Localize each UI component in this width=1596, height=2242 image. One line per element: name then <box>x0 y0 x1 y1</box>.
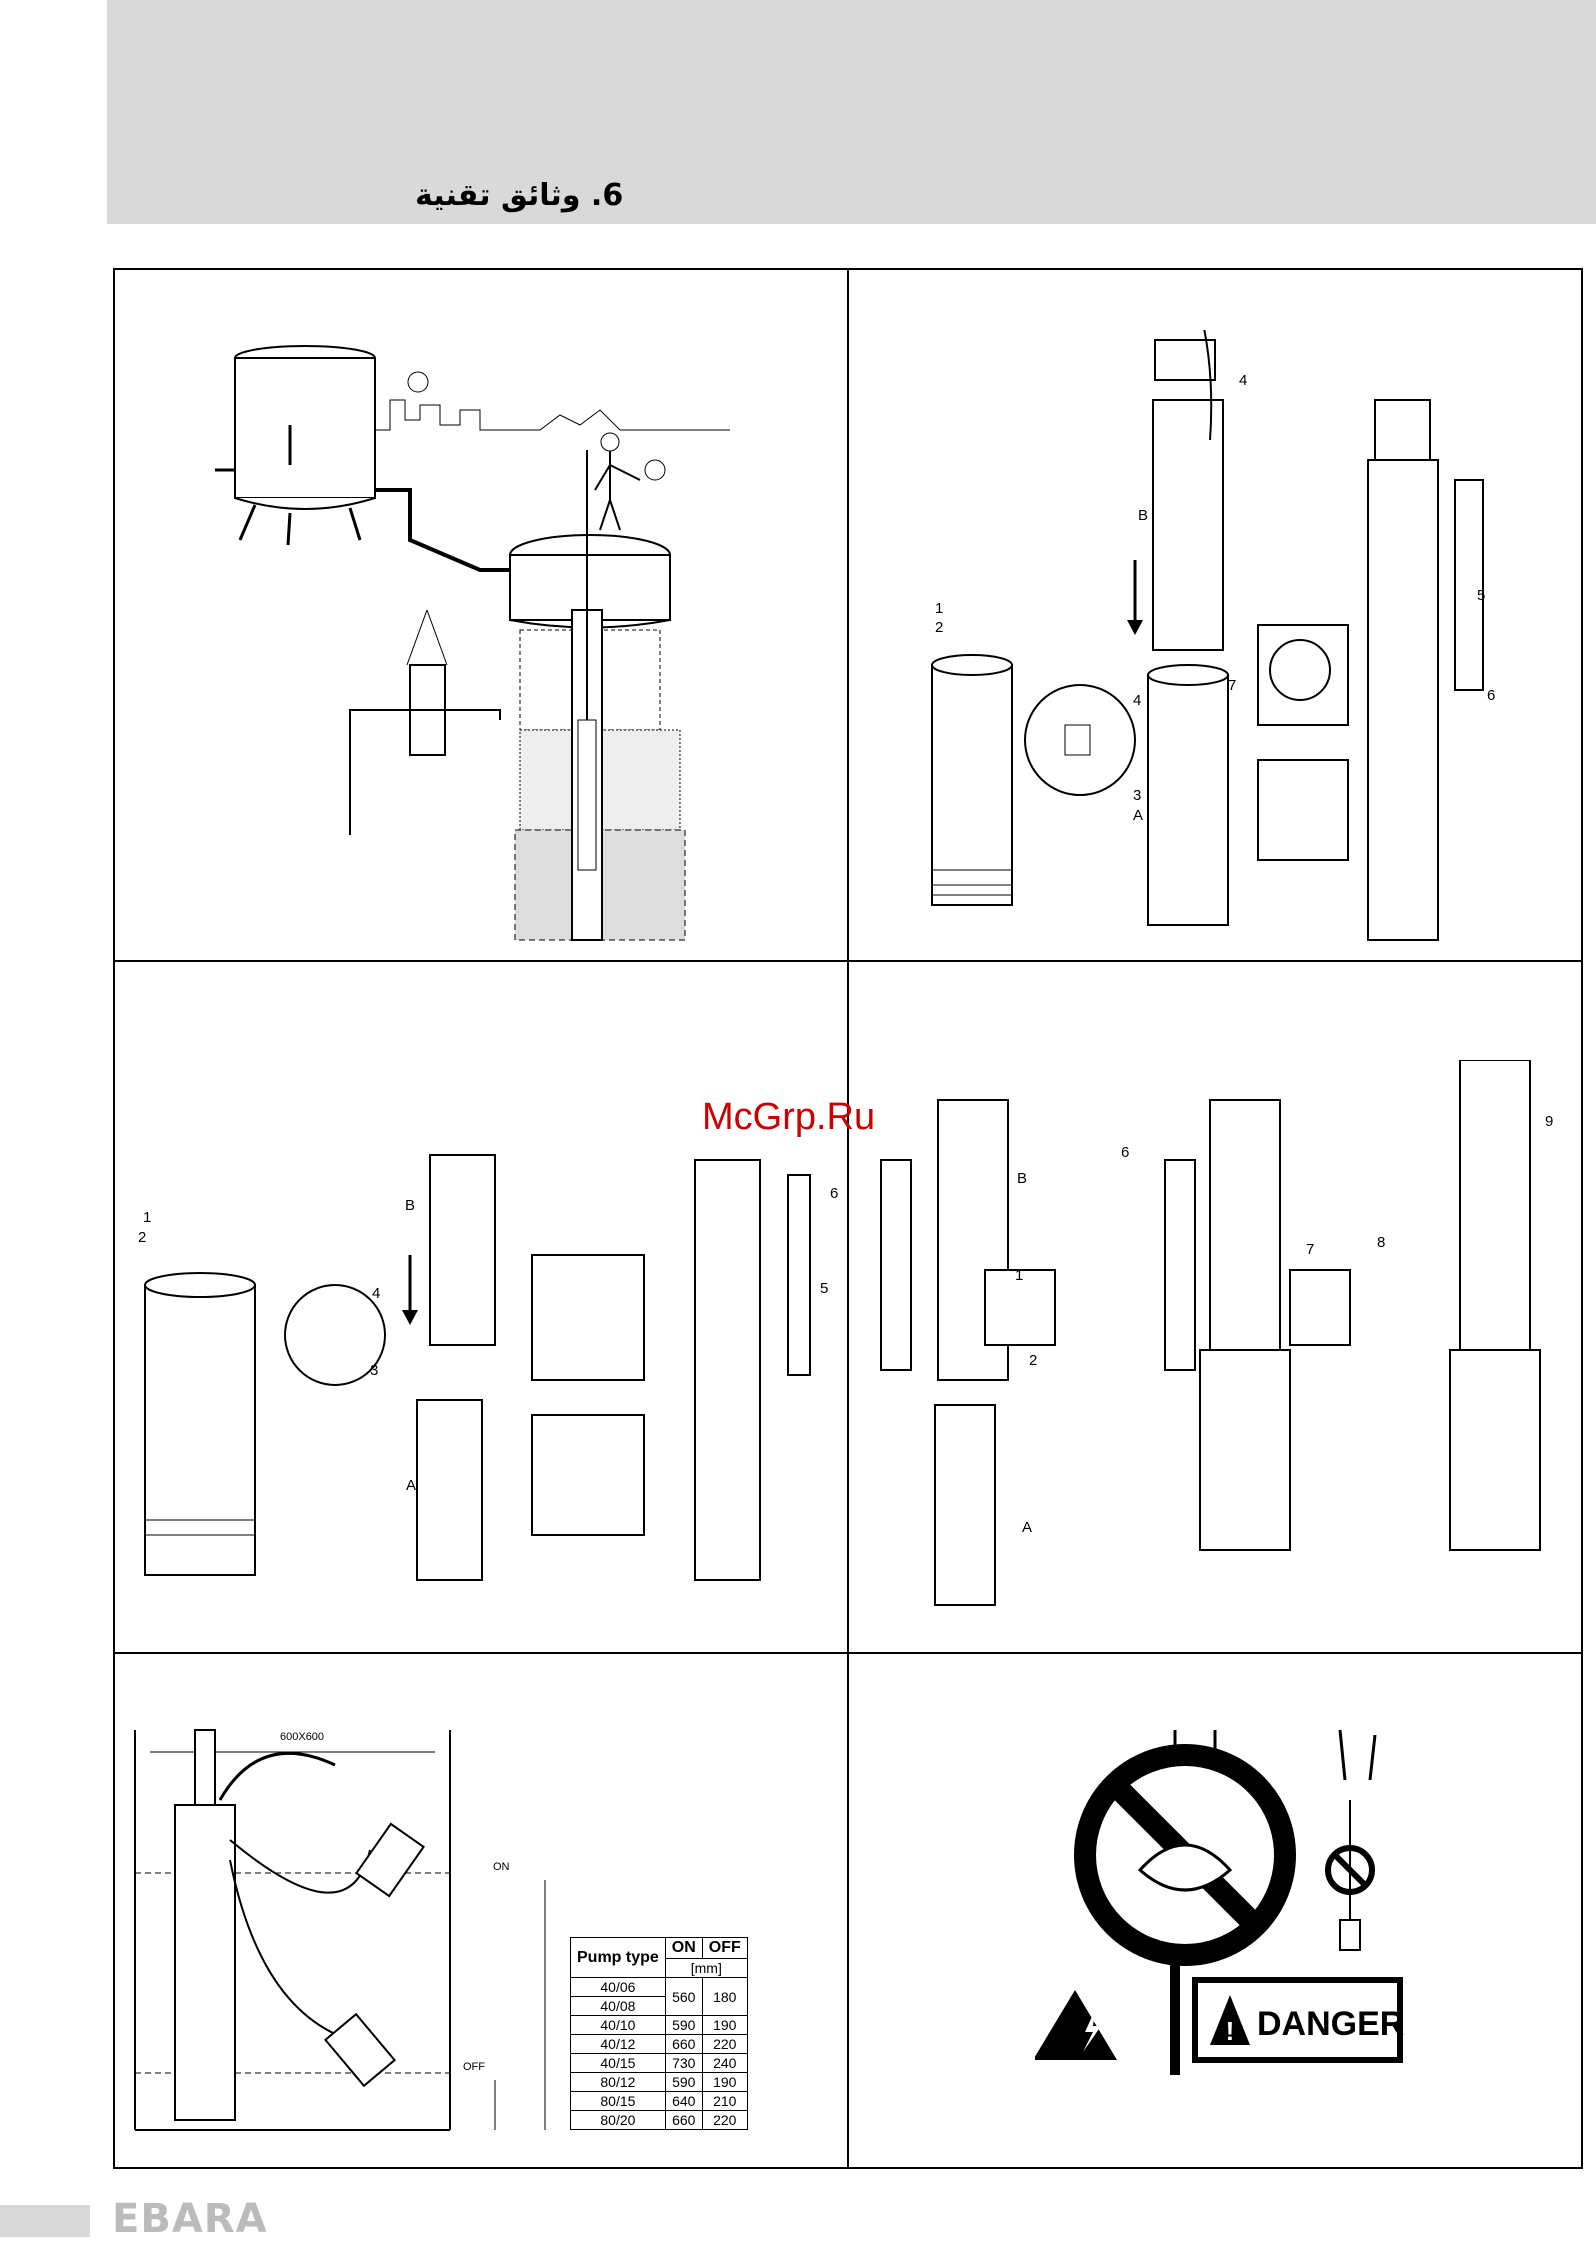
callout-6: 6 <box>1121 1144 1129 1161</box>
section-title: 6. وثائق تقنية <box>415 178 623 213</box>
cell-off: 220 <box>702 2035 747 2054</box>
grid-divider-row1 <box>113 960 1583 962</box>
cell-type: 40/06 <box>571 1978 666 1997</box>
cell-type: 80/12 <box>571 2073 666 2092</box>
callout-4: 4 <box>1239 372 1247 389</box>
cell-type: 40/15 <box>571 2054 666 2073</box>
grid-divider-row2 <box>113 1652 1583 1654</box>
cell-on: 730 <box>665 2054 702 2073</box>
callout-4b: 4 <box>1133 692 1141 709</box>
cell-type: 40/08 <box>571 1997 666 2016</box>
table-row: 80/15 640 210 <box>571 2092 748 2111</box>
float-switch-diagram: 600X600 ON OFF <box>120 1710 570 2170</box>
callout-3: 3 <box>1133 787 1141 804</box>
danger-warning-illustration: ! DANGER <box>1035 1720 1455 2080</box>
on-level-label: ON <box>493 1861 510 1873</box>
callout-5: 5 <box>820 1280 828 1297</box>
motor-pump-assembly-illustration-b: 1 2 4 3 B A 6 5 <box>120 1080 840 1590</box>
footer-band <box>0 2205 90 2237</box>
pump-level-table: Pump type ON OFF [mm] 40/06 560 180 40/0… <box>570 1937 748 2130</box>
motor-pump-assembly-illustration-c: B 1 2 A 6 7 8 9 <box>865 1060 1585 1620</box>
grid-divider-vertical <box>847 268 849 2169</box>
callout-3: 3 <box>370 1362 378 1379</box>
unit-label: [mm] <box>665 1959 747 1978</box>
cell-off: 190 <box>702 2016 747 2035</box>
callout-6: 6 <box>830 1185 838 1202</box>
off-level-label: OFF <box>463 2061 485 2073</box>
callout-A: A <box>1133 807 1143 824</box>
callout-7: 7 <box>1228 677 1236 694</box>
installation-scene-illustration <box>200 330 800 950</box>
callout-2: 2 <box>138 1229 146 1246</box>
callout-B: B <box>1138 507 1148 524</box>
dimension-label: 600X600 <box>280 1731 324 1743</box>
svg-text:!: ! <box>1226 2016 1235 2046</box>
danger-label: DANGER <box>1257 2005 1404 2043</box>
table-row: 40/10 590 190 <box>571 2016 748 2035</box>
callout-7: 7 <box>1306 1241 1314 1258</box>
electric-hazard-icon <box>1035 1990 1117 2060</box>
callout-1: 1 <box>935 600 943 617</box>
cell-off: 240 <box>702 2054 747 2073</box>
callout-1: 1 <box>143 1209 151 1226</box>
cell-type: 80/15 <box>571 2092 666 2111</box>
cell-on: 640 <box>665 2092 702 2111</box>
table-row: 40/06 560 180 <box>571 1978 748 1997</box>
cell-on: 660 <box>665 2111 702 2130</box>
cell-on: 560 <box>665 1978 702 2016</box>
cell-type: 40/12 <box>571 2035 666 2054</box>
col-pump-type: Pump type <box>571 1938 666 1978</box>
table-row: 80/20 660 220 <box>571 2111 748 2130</box>
cell-off: 190 <box>702 2073 747 2092</box>
callout-1: 1 <box>1015 1267 1023 1284</box>
col-on: ON <box>665 1938 702 1959</box>
callout-4: 4 <box>372 1285 380 1302</box>
cell-off: 180 <box>702 1978 747 2016</box>
callout-A: A <box>406 1477 416 1494</box>
callout-9: 9 <box>1545 1113 1553 1130</box>
callout-A: A <box>1022 1519 1032 1536</box>
watermark: McGrp.Ru <box>702 1096 875 1139</box>
callout-B: B <box>1017 1170 1027 1187</box>
cell-off: 220 <box>702 2111 747 2130</box>
cell-off: 210 <box>702 2092 747 2111</box>
col-off: OFF <box>702 1938 747 1959</box>
cell-type: 80/20 <box>571 2111 666 2130</box>
cell-on: 590 <box>665 2073 702 2092</box>
callout-2: 2 <box>935 619 943 636</box>
callout-2: 2 <box>1029 1352 1037 1369</box>
motor-pump-assembly-illustration-a: 4 B 1 2 4 3 A 7 5 6 <box>880 330 1500 950</box>
table-row: 40/12 660 220 <box>571 2035 748 2054</box>
callout-6: 6 <box>1487 687 1495 704</box>
callout-8: 8 <box>1377 1234 1385 1251</box>
cell-on: 660 <box>665 2035 702 2054</box>
header-band <box>107 0 1596 224</box>
table-row: 40/15 730 240 <box>571 2054 748 2073</box>
cell-on: 590 <box>665 2016 702 2035</box>
cell-type: 40/10 <box>571 2016 666 2035</box>
table-row: 80/12 590 190 <box>571 2073 748 2092</box>
callout-5: 5 <box>1477 587 1485 604</box>
ebara-logo: EBARA <box>112 2196 268 2242</box>
callout-B: B <box>405 1197 415 1214</box>
